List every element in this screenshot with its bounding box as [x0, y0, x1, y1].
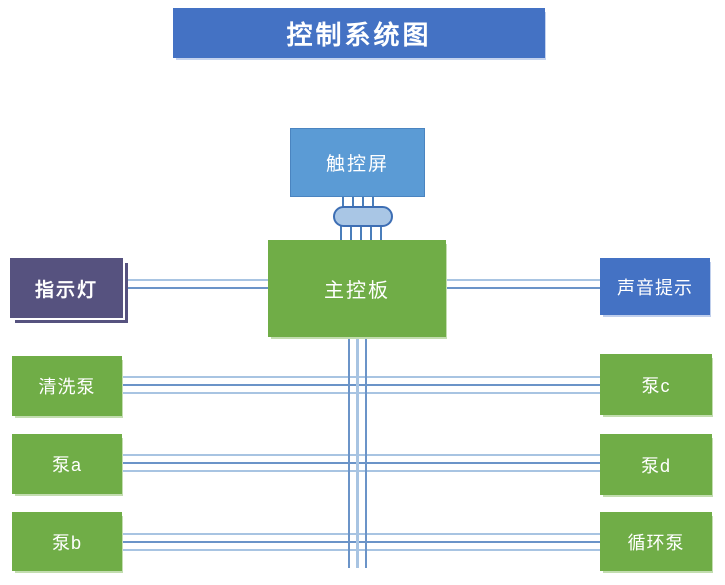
node-pump-d: 泵d: [600, 434, 712, 495]
bus-wire: [348, 337, 350, 568]
wire: [122, 541, 600, 543]
wire: [122, 549, 600, 551]
diagram-title: 控制系统图: [173, 8, 545, 58]
wire: [122, 454, 600, 456]
node-touchscreen: 触控屏: [290, 128, 425, 197]
wire: [446, 279, 600, 281]
cable-wire: [362, 196, 364, 209]
node-pump-b: 泵b: [12, 512, 122, 571]
cable-wire: [370, 224, 372, 241]
node-indicator-light: 指示灯: [10, 258, 123, 318]
cable-wire: [372, 196, 374, 209]
node-circulation-pump: 循环泵: [600, 512, 712, 571]
wire: [122, 392, 600, 394]
node-wash-pump: 清洗泵: [12, 356, 122, 416]
bus-wire: [356, 337, 359, 568]
wire: [446, 287, 600, 289]
cable-wire: [360, 224, 362, 241]
node-pump-c: 泵c: [600, 354, 712, 415]
node-mainboard: 主控板: [268, 240, 446, 337]
wire: [122, 384, 600, 386]
wire: [122, 470, 600, 472]
bus-wire: [365, 337, 367, 568]
cable-wire: [350, 224, 352, 241]
cable-wire: [340, 224, 342, 241]
wire: [123, 279, 268, 281]
node-pump-a: 泵a: [12, 434, 122, 494]
wire: [122, 376, 600, 378]
cable-wire: [380, 224, 382, 241]
cable-wire: [342, 196, 344, 209]
wire: [123, 287, 268, 289]
wire: [122, 533, 600, 535]
wire: [122, 462, 600, 464]
cable-connector: [333, 206, 393, 227]
cable-wire: [352, 196, 354, 209]
node-sound-alert: 声音提示: [600, 258, 710, 315]
